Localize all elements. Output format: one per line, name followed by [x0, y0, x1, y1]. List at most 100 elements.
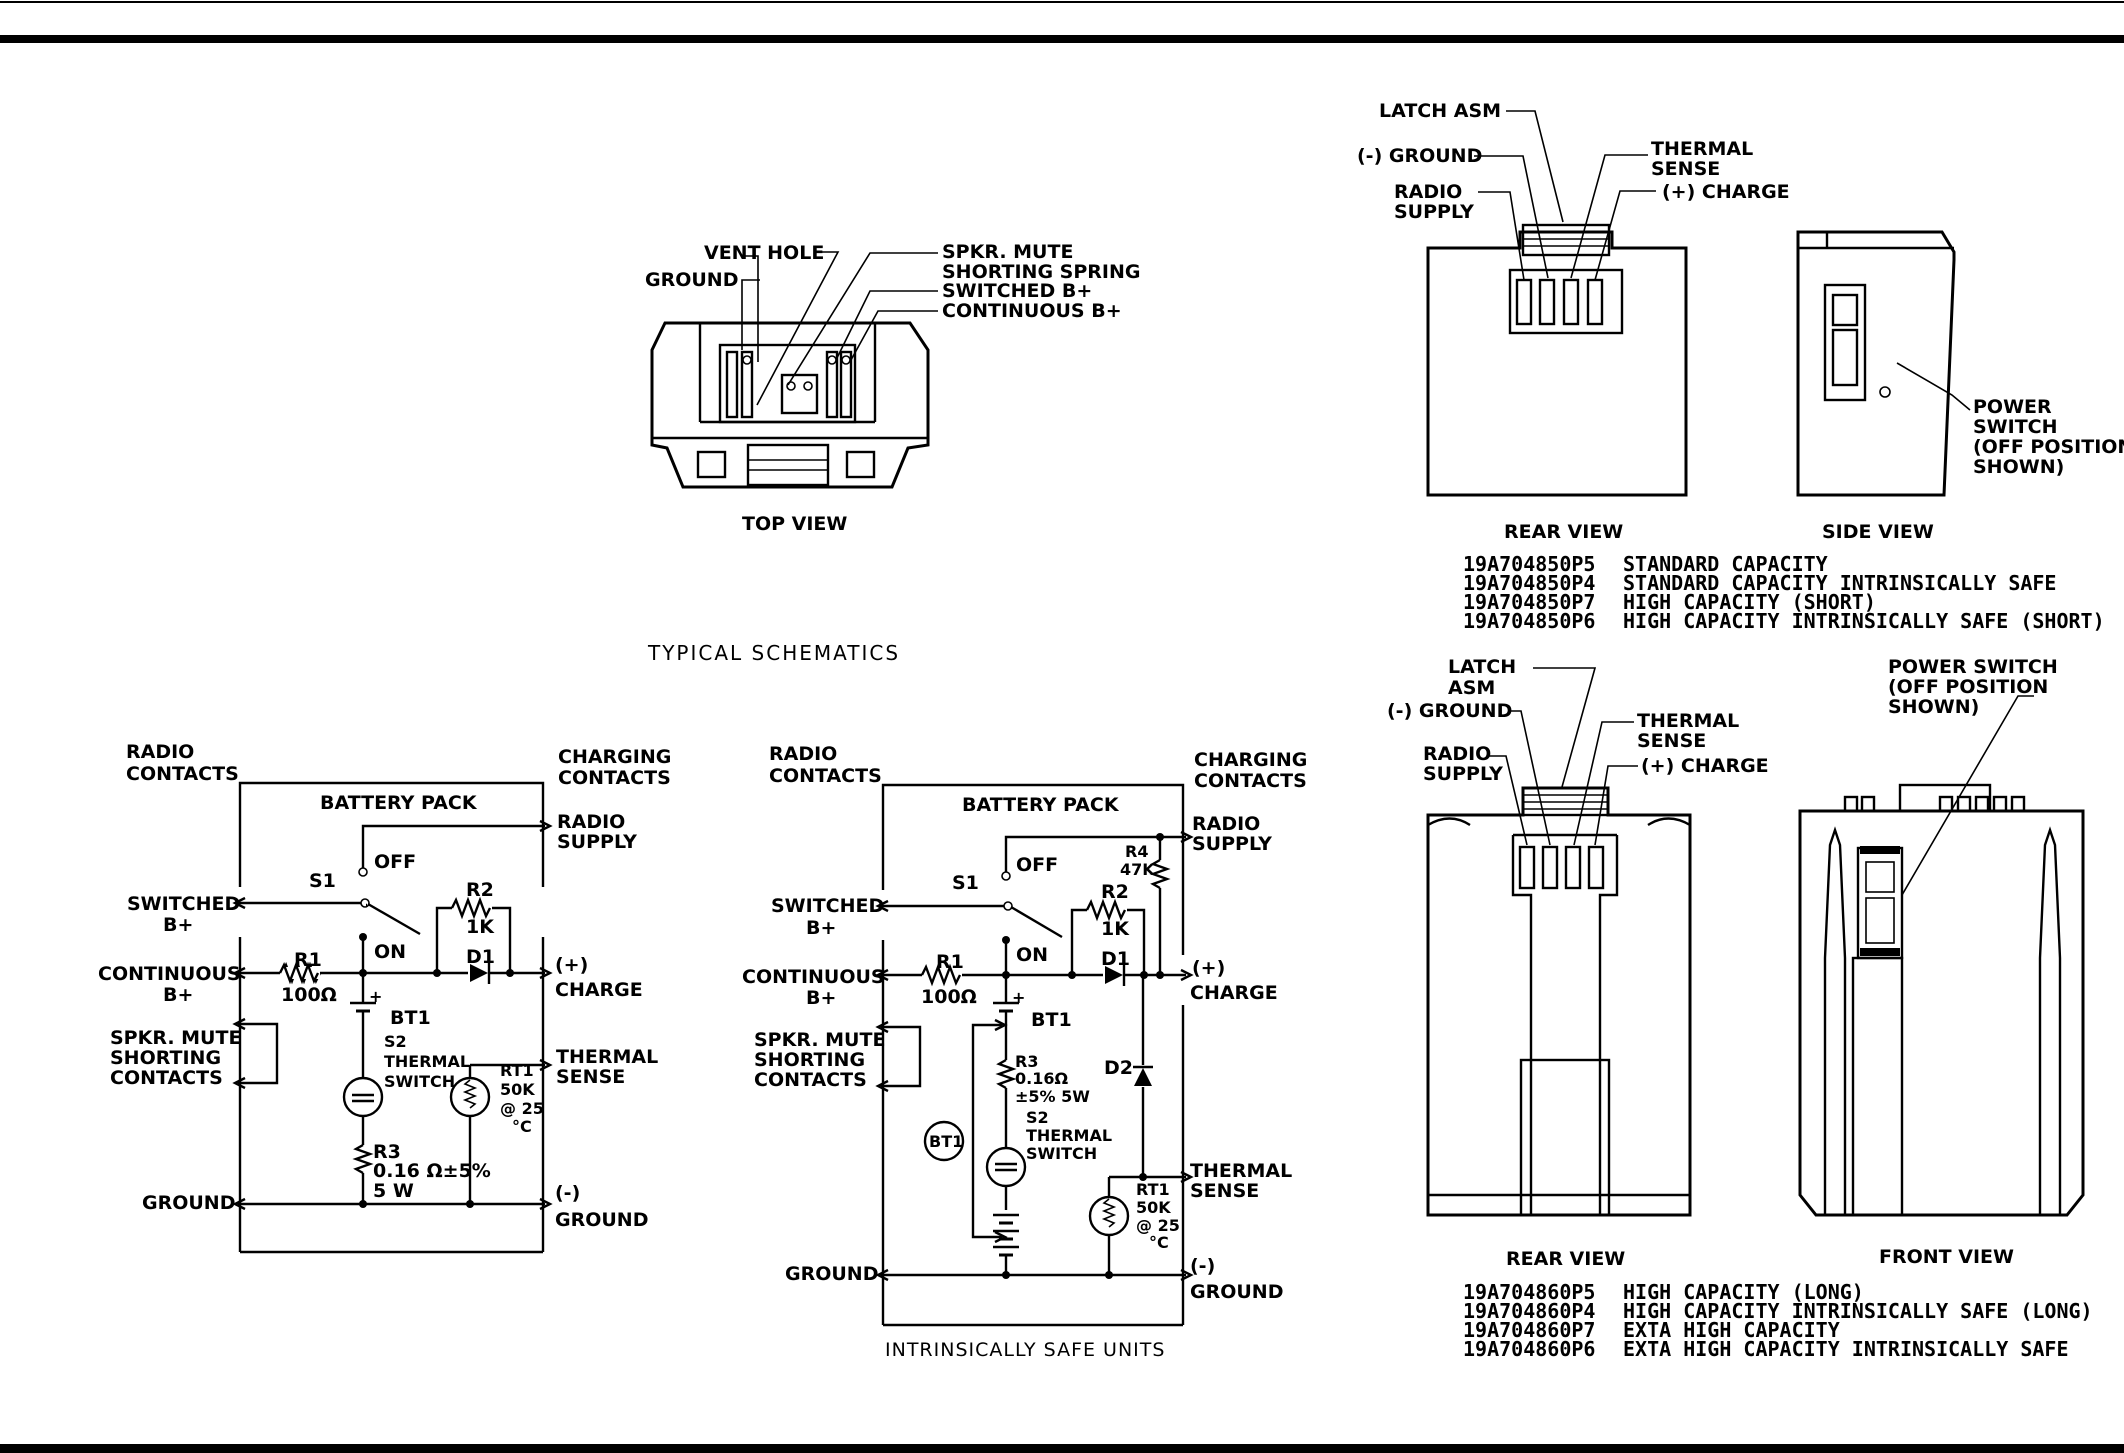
s2-d2: D2	[1104, 1057, 1133, 1079]
s2-continuous-2: B+	[806, 987, 836, 1009]
s1-ground-right-2: GROUND	[555, 1209, 648, 1231]
s2-continuous-1: CONTINUOUS	[742, 966, 885, 988]
s2-battery-pack: BATTERY PACK	[962, 794, 1120, 816]
s2-ground-left: GROUND	[785, 1263, 878, 1285]
pl1-part-2: 19A704850P4	[1463, 571, 1595, 595]
s1-r3-2: 0.16 Ω±5%	[373, 1160, 491, 1182]
pl1-part-1: 19A704850P5	[1463, 552, 1595, 576]
s1-s1: S1	[309, 870, 336, 892]
s1-radio-supply-1: RADIO	[557, 811, 625, 833]
s2-radio-supply-2: SUPPLY	[1192, 833, 1272, 855]
s2-bt1: BT1	[1031, 1009, 1072, 1031]
label-switched-b: SWITCHED B+	[942, 280, 1092, 302]
s2-charging-contacts-2: CONTACTS	[1194, 770, 1307, 792]
label-ground: GROUND	[645, 269, 738, 291]
top-rule-thick	[0, 35, 2124, 43]
parts-list-1: 19A704850P5 STANDARD CAPACITY 19A704850P…	[1463, 552, 2105, 633]
rv2-latch-asm-2: ASM	[1448, 677, 1495, 699]
s2-bt1-circle: BT1	[929, 1132, 963, 1151]
s1-switched-1: SWITCHED	[127, 893, 240, 915]
s1-s2-1: S2	[384, 1032, 407, 1051]
rear-view-bottom: LATCH ASM (-) GROUND RADIO SUPPLY THERMA…	[1387, 656, 1769, 1270]
rv1-radio-supply-2: SUPPLY	[1394, 201, 1474, 223]
pl1-part-4: 19A704850P6	[1463, 609, 1595, 633]
pl2-desc-4: EXTA HIGH CAPACITY INTRINSICALLY SAFE	[1623, 1337, 2069, 1361]
top-view: VENT HOLE GROUND SPKR. MUTE SHORTING SPR…	[645, 241, 1140, 535]
s1-thermal-sense-2: SENSE	[556, 1066, 625, 1088]
s2-charge-1: (+)	[1192, 957, 1225, 979]
rear-view-top: LATCH ASM (-) GROUND RADIO SUPPLY THERMA…	[1357, 100, 1790, 543]
parts-list-2: 19A704860P5 HIGH CAPACITY (LONG) 19A7048…	[1463, 1280, 2093, 1361]
s2-spkr-mute-3: CONTACTS	[754, 1069, 867, 1091]
s2-r3-2: 0.16Ω	[1015, 1069, 1068, 1088]
rv1-radio-supply-1: RADIO	[1394, 181, 1462, 203]
pl2-part-4: 19A704860P6	[1463, 1337, 1595, 1361]
s2-s2-2: THERMAL	[1026, 1126, 1112, 1145]
rv2-thermal-sense-2: SENSE	[1637, 730, 1706, 752]
s2-spkr-mute-1: SPKR. MUTE	[754, 1029, 885, 1051]
s1-charge-2: CHARGE	[555, 979, 643, 1001]
s2-rt1-1: RT1	[1136, 1180, 1170, 1199]
s1-charging-contacts-2: CONTACTS	[558, 767, 671, 789]
caption-top-view: TOP VIEW	[742, 513, 847, 535]
rv2-radio-supply-1: RADIO	[1423, 743, 1491, 765]
sv-power-switch-4: SHOWN)	[1973, 456, 2064, 478]
pl2-desc-3: EXTA HIGH CAPACITY	[1623, 1318, 1840, 1342]
label-vent-hole: VENT HOLE	[704, 242, 824, 264]
s2-caption: INTRINSICALLY SAFE UNITS	[885, 1339, 1165, 1361]
s2-spkr-mute-2: SHORTING	[754, 1049, 865, 1071]
s1-d1: D1	[466, 946, 495, 968]
s2-d1: D1	[1101, 948, 1130, 970]
s1-battery-pack: BATTERY PACK	[320, 792, 478, 814]
s1-r3-1: R3	[373, 1141, 401, 1163]
fv-power-switch-3: SHOWN)	[1888, 696, 1979, 718]
pl1-desc-1: STANDARD CAPACITY	[1623, 552, 1828, 576]
pl2-desc-1: HIGH CAPACITY (LONG)	[1623, 1280, 1864, 1304]
pl2-part-2: 19A704860P4	[1463, 1299, 1595, 1323]
rv2-latch-asm-1: LATCH	[1448, 656, 1516, 678]
s1-ground-left: GROUND	[142, 1192, 235, 1214]
pl2-part-3: 19A704860P7	[1463, 1318, 1595, 1342]
s1-switched-2: B+	[163, 914, 193, 936]
s2-s2-3: SWITCH	[1026, 1144, 1097, 1163]
pl2-desc-2: HIGH CAPACITY INTRINSICALLY SAFE (LONG)	[1623, 1299, 2093, 1323]
s2-off: OFF	[1016, 854, 1058, 876]
s2-switched-1: SWITCHED	[771, 895, 884, 917]
s1-charge-1: (+)	[555, 954, 588, 976]
s1-on: ON	[374, 941, 406, 963]
s2-radio-contacts-1: RADIO	[769, 743, 837, 765]
s2-on: ON	[1016, 944, 1048, 966]
s1-s2-3: SWITCH	[384, 1072, 455, 1091]
s2-rt1-3: @ 25	[1136, 1216, 1180, 1235]
pl1-desc-3: HIGH CAPACITY (SHORT)	[1623, 590, 1876, 614]
rv1-ground: (-) GROUND	[1357, 145, 1482, 167]
s2-ground-right-1: (-)	[1190, 1255, 1215, 1277]
rv1-thermal-sense-1: THERMAL	[1651, 138, 1753, 160]
s1-radio-contacts-2: CONTACTS	[126, 763, 239, 785]
sv-power-switch-3: (OFF POSITION	[1973, 436, 2124, 458]
s1-r2: R2	[466, 879, 494, 901]
rv2-thermal-sense-1: THERMAL	[1637, 710, 1739, 732]
s2-rt1-2: 50K	[1136, 1198, 1171, 1217]
s1-plus: +	[369, 987, 382, 1006]
s1-r1: R1	[294, 949, 322, 971]
s2-r2-val: 1K	[1101, 918, 1130, 940]
s1-rt1-4: °C	[512, 1117, 532, 1136]
label-spkr-mute: SPKR. MUTE	[942, 241, 1073, 263]
side-view: POWER SWITCH (OFF POSITION SHOWN) SIDE V…	[1796, 230, 2124, 543]
s1-spkr-mute-1: SPKR. MUTE	[110, 1027, 241, 1049]
s2-s2-1: S2	[1026, 1108, 1049, 1127]
sv-caption: SIDE VIEW	[1822, 521, 1934, 543]
s1-bt1: BT1	[390, 1007, 431, 1029]
s1-continuous-1: CONTINUOUS	[98, 963, 241, 985]
s1-ground-right-1: (-)	[555, 1182, 580, 1204]
s2-thermal-sense-1: THERMAL	[1190, 1160, 1292, 1182]
pl1-part-3: 19A704850P7	[1463, 590, 1595, 614]
s1-r2-val: 1K	[466, 916, 495, 938]
s2-r3-1: R3	[1015, 1052, 1038, 1071]
pl1-desc-2: STANDARD CAPACITY INTRINSICALLY SAFE	[1623, 571, 2056, 595]
rv1-caption: REAR VIEW	[1504, 521, 1623, 543]
rv1-latch-asm: LATCH ASM	[1379, 100, 1501, 122]
s2-r3-3: ±5% 5W	[1015, 1087, 1090, 1106]
sv-power-switch-2: SWITCH	[1973, 416, 2058, 438]
